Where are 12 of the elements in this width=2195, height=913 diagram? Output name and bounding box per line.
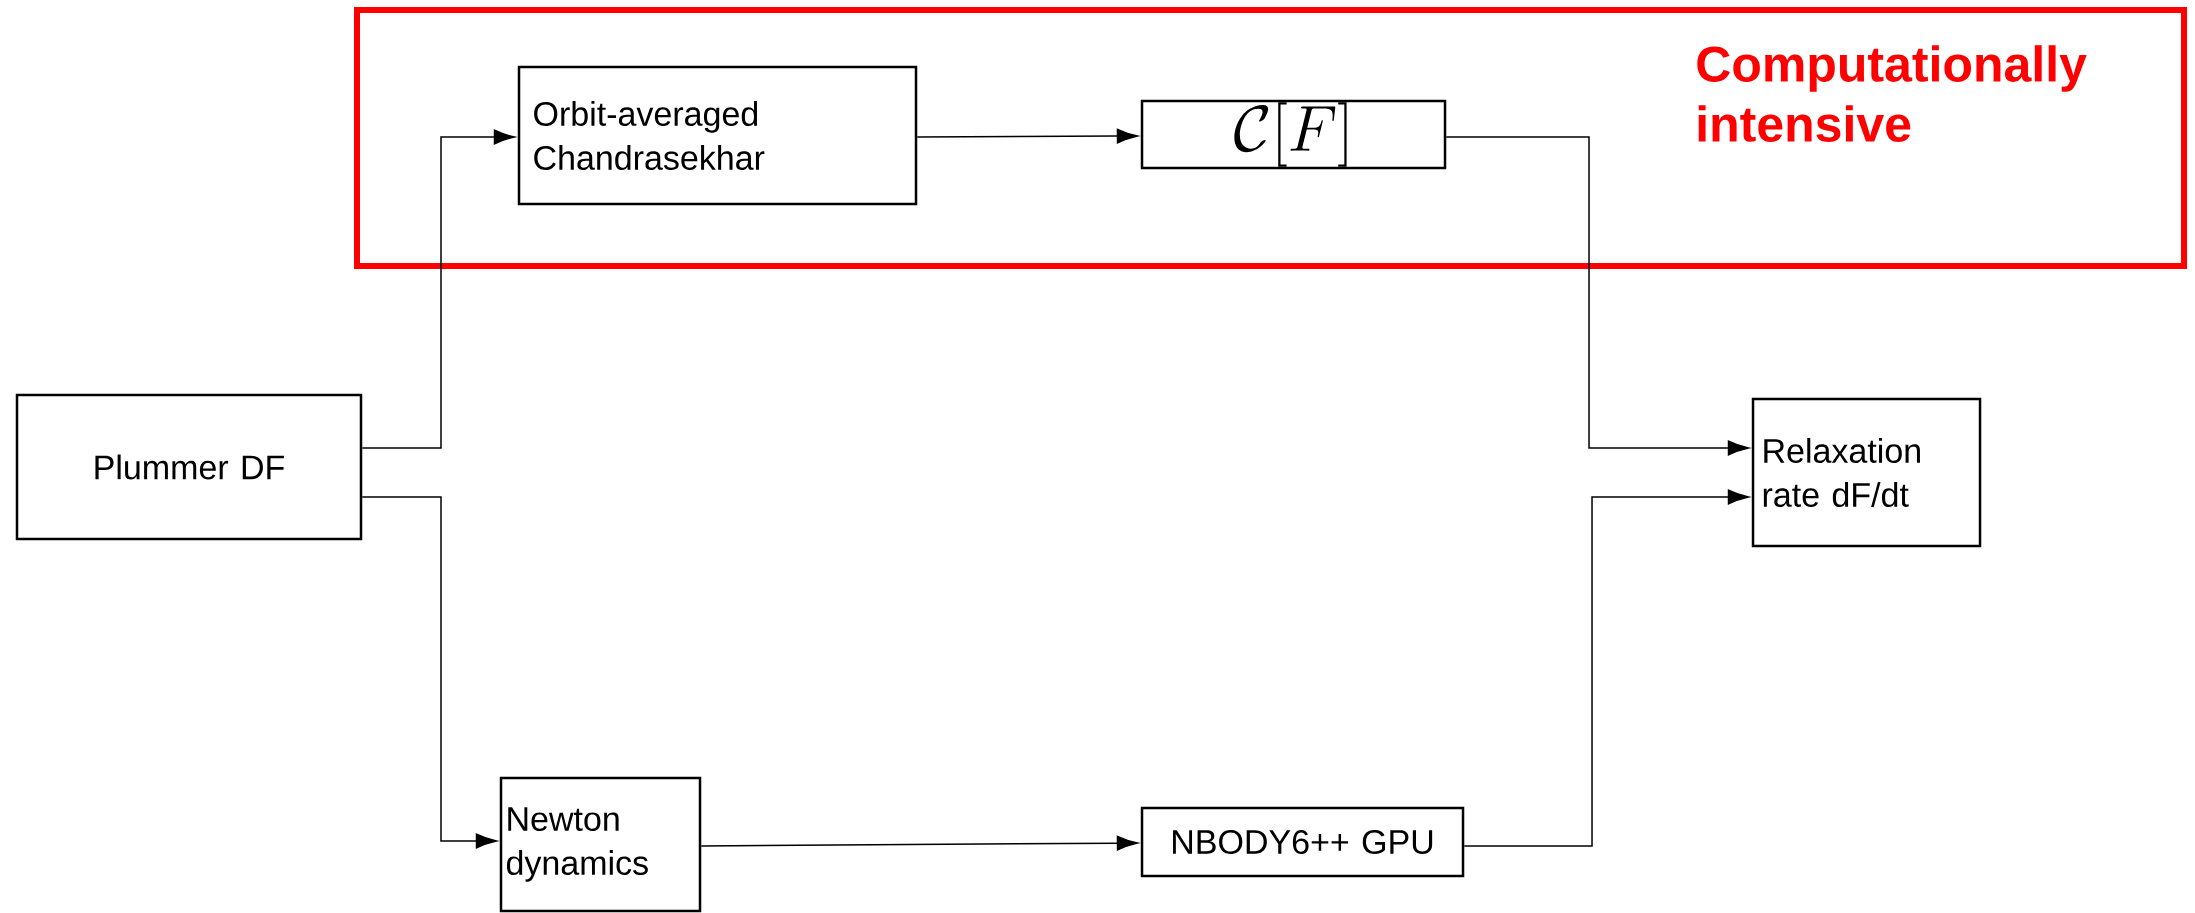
- process-box: Relaxation rate dF/dt: [1751, 397, 1982, 548]
- process-box: NBODY6++ GPU: [1140, 806, 1465, 878]
- process-box: $\mathcal{C}[F]$: [1140, 99, 1447, 170]
- arrow: [1445, 136, 1750, 456]
- arrow: [361, 496, 498, 849]
- process-box: Plummer DF: [15, 393, 363, 541]
- arrow: [1463, 489, 1750, 847]
- arrow: [700, 835, 1139, 851]
- process-box: Orbit-averaged Chandrasekhar: [517, 65, 918, 206]
- process-box: Newton dynamics: [499, 776, 702, 913]
- arrow: [361, 129, 516, 449]
- arrow: [916, 128, 1139, 144]
